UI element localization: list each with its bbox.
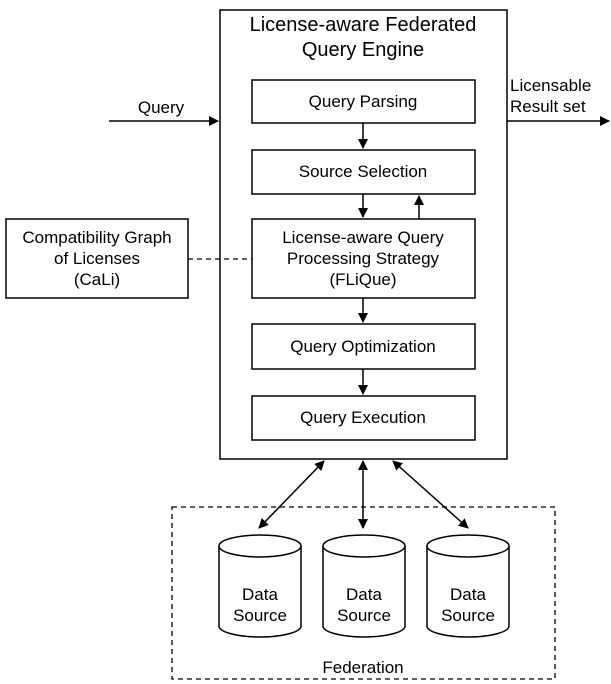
output-label-line2: Result set bbox=[510, 97, 586, 116]
cali-box bbox=[5, 218, 189, 299]
output-label: Licensable Result set bbox=[510, 75, 591, 117]
data-source-2-line1: Data bbox=[346, 585, 382, 604]
source-selection-label: Source Selection bbox=[298, 162, 428, 181]
engine-title: License-aware Federated Query Engine bbox=[250, 13, 477, 63]
query-execution-label: Query Execution bbox=[300, 408, 426, 427]
strategy-label: License-aware Query Processing Strategy … bbox=[282, 227, 444, 290]
data-source-3-line2: Source bbox=[441, 606, 495, 625]
cali-label-line3: (CaLi) bbox=[73, 270, 121, 289]
strategy-label-line3: (FLiQue) bbox=[329, 270, 397, 289]
strategy-label-line1: License-aware Query bbox=[282, 228, 444, 247]
query-optimization-label: Query Optimization bbox=[290, 337, 436, 356]
strategy-box bbox=[251, 218, 476, 299]
data-source-cylinder-2 bbox=[322, 534, 406, 638]
data-source-cylinder-1 bbox=[218, 534, 302, 638]
query-parsing-label: Query Parsing bbox=[308, 92, 418, 111]
data-source-3-line1: Data bbox=[450, 585, 486, 604]
cali-label-line1: Compatibility Graph bbox=[22, 228, 172, 247]
federation-arrow-right bbox=[392, 460, 469, 529]
data-source-1-line1: Data bbox=[242, 585, 278, 604]
data-source-2-line2: Source bbox=[337, 606, 391, 625]
data-source-label-3: Data Source bbox=[441, 584, 495, 626]
strategy-label-line2: Processing Strategy bbox=[286, 249, 440, 268]
query-execution-box bbox=[251, 395, 476, 441]
query-parsing-box bbox=[251, 79, 476, 124]
data-source-label-1: Data Source bbox=[233, 584, 287, 626]
data-source-label-2: Data Source bbox=[337, 584, 391, 626]
data-source-1-line2: Source bbox=[233, 606, 287, 625]
engine-title-line1: License-aware Federated bbox=[249, 14, 477, 36]
federation-label: Federation bbox=[322, 658, 404, 677]
cali-label-line2: of Licenses bbox=[54, 249, 140, 268]
output-label-line1: Licensable bbox=[510, 76, 592, 95]
federation-arrow-left bbox=[258, 460, 325, 529]
engine-title-line2: Query Engine bbox=[301, 39, 425, 61]
cali-label: Compatibility Graph of Licenses (CaLi) bbox=[22, 227, 171, 290]
query-input-label: Query bbox=[137, 98, 185, 117]
data-source-cylinder-3 bbox=[426, 534, 510, 638]
source-selection-box bbox=[251, 149, 476, 195]
